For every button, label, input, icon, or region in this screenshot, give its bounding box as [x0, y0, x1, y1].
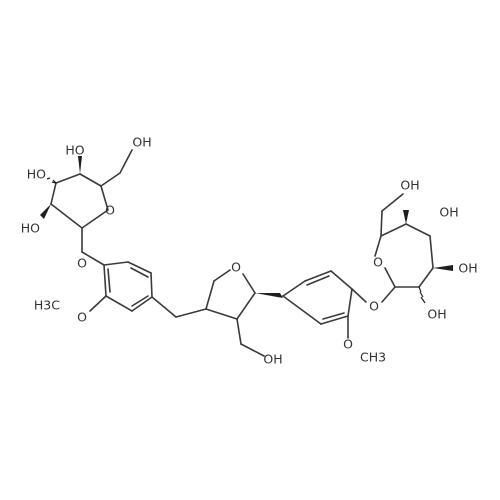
left-glucose-oh-c4-label: HO — [65, 143, 84, 158]
left-methoxy-c-label: H3C — [34, 298, 60, 313]
left-aromatic-ring — [89, 261, 177, 318]
right-glucose-ch2oh-label: OH — [400, 178, 419, 193]
right-glucose-oh-c2-label: OH — [427, 307, 446, 322]
left-glucose-oh-c2-label: HO — [21, 221, 40, 236]
left-glucose-ch2oh-label: OH — [132, 135, 151, 150]
thf-ring-o-label: O — [231, 260, 241, 275]
right-glucose-ring — [374, 193, 434, 303]
left-methoxy-o-label: O — [77, 310, 87, 325]
left-glucose-ring-o-label: O — [105, 203, 115, 218]
thf-stereo-bonds — [255, 293, 283, 298]
right-methoxy-c-label: CH3 — [360, 350, 386, 365]
left-glucose-stereo-bonds — [40, 156, 82, 219]
right-glucose-stereo-bonds — [403, 210, 453, 304]
right-aromatic-ring — [282, 270, 367, 339]
right-glucose-oh-c4-label: OH — [439, 205, 458, 220]
left-glycosidic-o-label: O — [77, 256, 87, 271]
right-glycosidic-o-label: O — [369, 299, 379, 314]
atom-labels: HO HO HO OH O O O H3C O OH O CH3 O O OH … — [21, 135, 478, 367]
thf-ring — [175, 269, 265, 357]
left-linker-bonds — [81, 251, 105, 266]
left-glucose-ring — [50, 149, 133, 253]
right-methoxy-o-label: O — [343, 337, 353, 352]
thf-ch2oh-label: OH — [263, 352, 282, 367]
right-glucose-oh-c3-label: OH — [458, 261, 477, 276]
left-glucose-oh-c3-label: HO — [27, 167, 46, 182]
right-glucose-ring-o-label: O — [373, 255, 383, 270]
